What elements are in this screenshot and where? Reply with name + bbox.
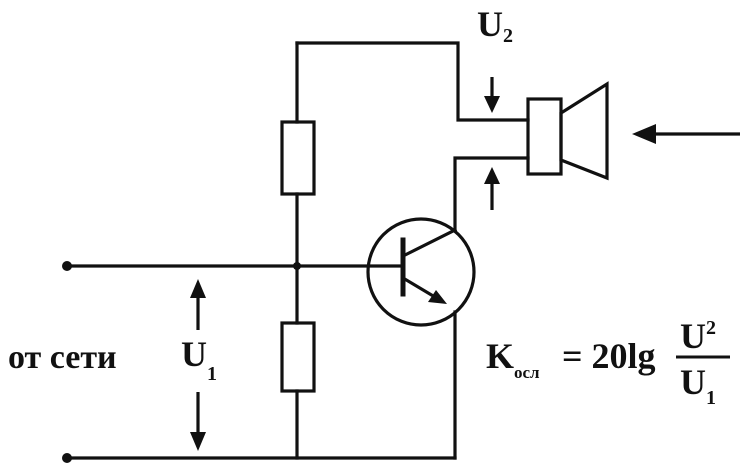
formula-equals: = 20lg [562, 336, 656, 376]
u2-label: U2 [477, 4, 513, 47]
collector-wire [453, 156, 530, 232]
top-wire-right [295, 41, 530, 122]
u2-arrowhead-down [484, 96, 500, 113]
formula-numerator: U2 [680, 316, 716, 356]
source-label: от сети [8, 339, 117, 376]
speaker-cone [559, 81, 609, 181]
speaker-coil [526, 97, 563, 176]
sound-arrowhead [632, 124, 656, 144]
transistor-body [366, 217, 476, 327]
terminal-bottom [62, 453, 72, 463]
emitter-arrowhead [428, 290, 447, 304]
terminal-top [62, 261, 72, 271]
junction-dot [293, 262, 301, 270]
resistor-upper [280, 120, 316, 196]
u1-label: U1 [181, 334, 217, 385]
resistor-lower [280, 321, 316, 393]
u1-arrowhead-up [190, 279, 206, 298]
formula-k: Kосл [486, 336, 540, 382]
u2-arrowhead-up [484, 167, 500, 184]
transistor-collector [400, 227, 458, 259]
u1-arrowhead-down [190, 432, 206, 451]
formula-denominator: U1 [680, 362, 716, 409]
